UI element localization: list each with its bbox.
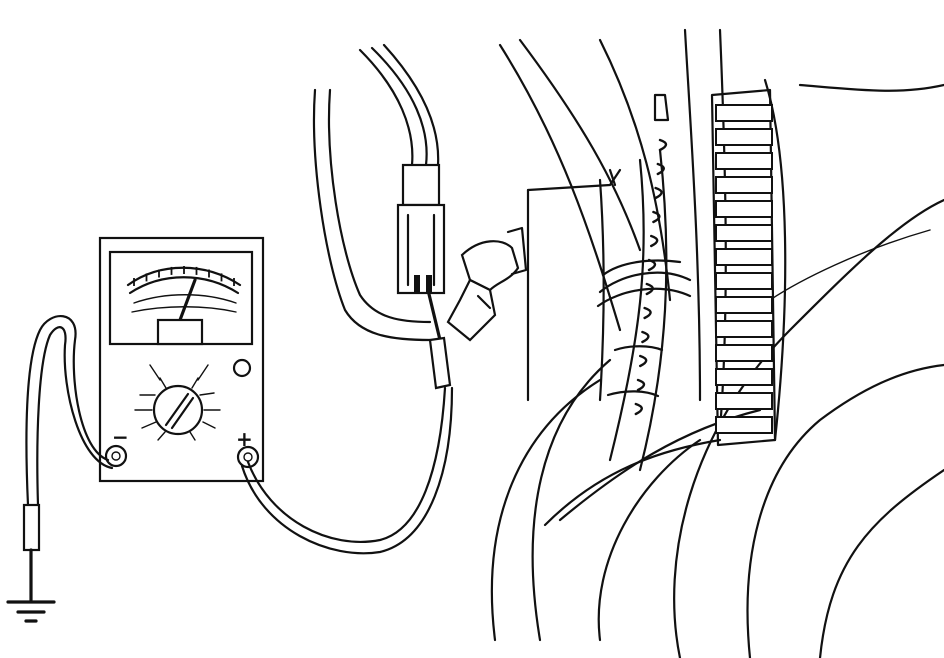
positive-terminal-label: + xyxy=(236,427,253,451)
pulley-tooth xyxy=(715,392,773,410)
coil-ring xyxy=(654,186,663,200)
coil-ring xyxy=(636,378,646,392)
sensor-elbow xyxy=(446,226,528,342)
positive-terminal: + xyxy=(236,427,260,469)
pulley-tooth xyxy=(715,224,773,242)
positive-test-lead xyxy=(240,386,454,555)
coil-ring xyxy=(658,138,668,152)
harness-connector xyxy=(396,163,446,295)
meter-needle xyxy=(178,278,197,322)
coil-ring xyxy=(650,234,659,248)
pulley-tooth xyxy=(715,368,773,386)
sensor-harness xyxy=(312,43,440,342)
coil-ring xyxy=(634,402,643,416)
multimeter: − + xyxy=(98,236,265,483)
ground-test-lead xyxy=(22,315,114,602)
zero-adjust-screw xyxy=(232,358,252,378)
wire-harness xyxy=(596,138,692,472)
pulley-tooth xyxy=(715,416,773,434)
negative-terminal-label: − xyxy=(112,425,129,449)
coil-ring xyxy=(641,330,650,344)
pulley-tooth xyxy=(715,296,773,314)
coil-ring xyxy=(639,354,648,368)
ground-symbol xyxy=(6,600,56,623)
pulley-tooth xyxy=(715,128,773,146)
coil-ring xyxy=(656,162,665,176)
pulley-tooth xyxy=(715,104,773,122)
toothed-pulley xyxy=(653,88,777,447)
pulley-tooth xyxy=(715,272,773,290)
negative-terminal: − xyxy=(104,425,129,468)
pulley-tooth xyxy=(715,152,773,170)
coil-ring xyxy=(652,210,661,224)
pulley-tooth xyxy=(715,200,773,218)
pulley-tooth xyxy=(715,320,773,338)
range-selector-dial xyxy=(134,364,221,441)
pulley-tooth xyxy=(715,176,773,194)
pulley-tooth xyxy=(715,248,773,266)
test-probe xyxy=(426,288,452,390)
pulley-tooth xyxy=(715,344,773,362)
coil-ring xyxy=(643,306,652,320)
